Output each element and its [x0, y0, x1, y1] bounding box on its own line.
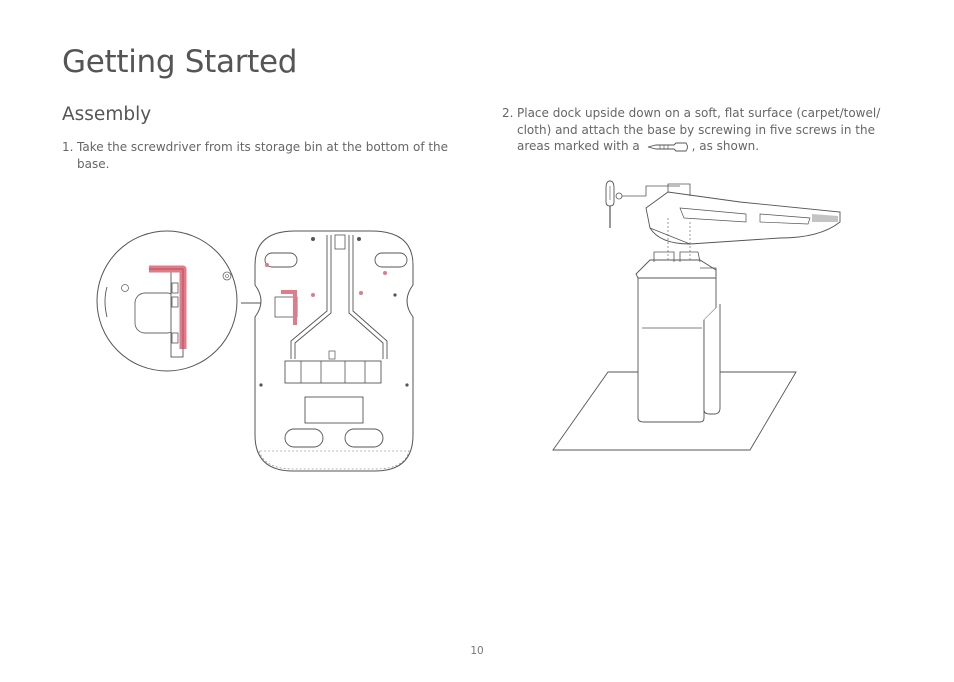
- dock-body: [635, 251, 721, 423]
- section-title: Assembly: [62, 104, 152, 125]
- screw-icon: [647, 142, 688, 151]
- step-number: 2.: [502, 106, 514, 120]
- step-1: 1. Take the screwdriver from its storage…: [62, 139, 452, 172]
- base-outline: [254, 230, 414, 472]
- step-2: 2. Place dock upside down on a soft, fla…: [502, 105, 897, 155]
- base-plate: [645, 183, 841, 262]
- dock-assembly-illustration: [552, 180, 841, 451]
- screwdriver-icon: [605, 180, 615, 228]
- step-number: 1.: [62, 140, 74, 154]
- step-text: Place dock upside down on a soft, flat s…: [517, 106, 881, 153]
- step-text-suffix: , as shown.: [691, 139, 760, 153]
- step-text: Take the screwdriver from its storage bi…: [77, 140, 449, 171]
- page-title: Getting Started: [62, 44, 298, 80]
- zoom-callout: [96, 230, 238, 372]
- base-underside-illustration: [96, 230, 414, 472]
- page-number: 10: [470, 645, 484, 657]
